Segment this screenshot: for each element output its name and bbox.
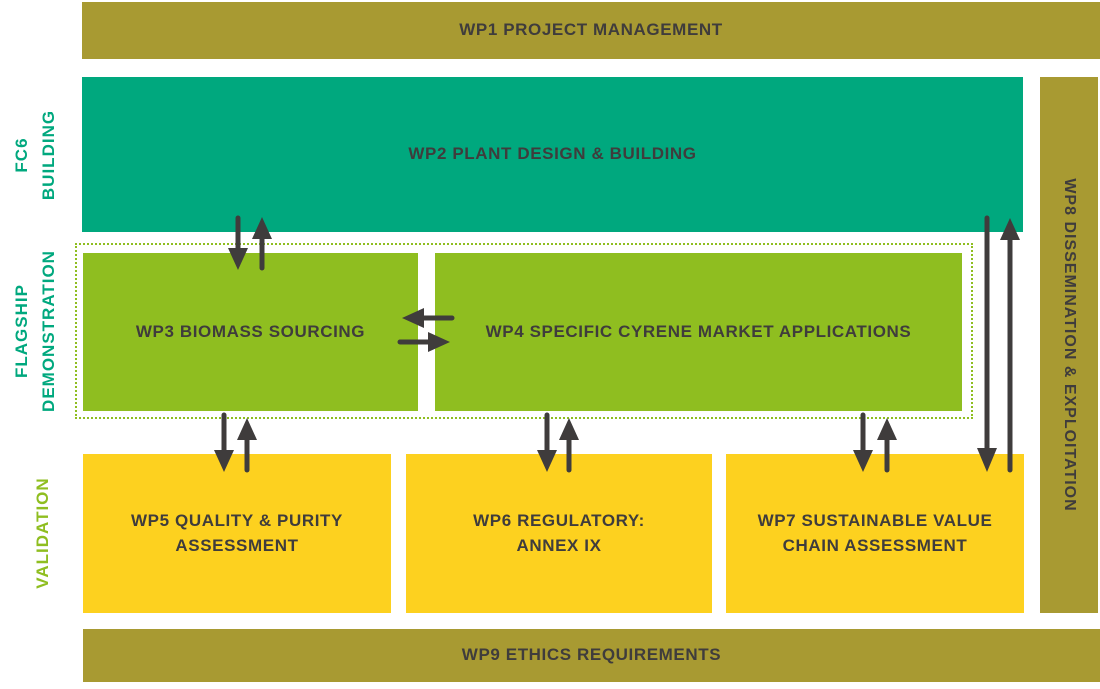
wp6-label: WP6 REGULATORY: ANNEX IX xyxy=(473,510,645,555)
wp6-regulatory-box: WP6 REGULATORY: ANNEX IX xyxy=(406,454,712,613)
wp8-dissemination-bar xyxy=(1040,77,1098,613)
wp9-label: WP9 ETHICS REQUIREMENTS xyxy=(461,645,722,665)
arrow-wp2-to-wp7-down xyxy=(977,215,997,472)
wp2-label: WP2 PLANT DESIGN & BUILDING xyxy=(408,144,697,164)
phase-label-fc6-building: FC6 BUILDING xyxy=(11,109,58,201)
wp3-biomass-sourcing-box: WP3 BIOMASS SOURCING xyxy=(83,253,418,411)
wp1-project-management-bar: WP1 PROJECT MANAGEMENT xyxy=(82,2,1100,59)
wp4-cyrene-market-box: WP4 SPECIFIC CYRENE MARKET APPLICATIONS xyxy=(435,253,962,411)
phase-label-flagship-demonstration: FLAGSHIP DEMONSTRATION xyxy=(11,250,58,412)
wp9-ethics-bar: WP9 ETHICS REQUIREMENTS xyxy=(83,629,1100,682)
wp7-sustainable-value-box: WP7 SUSTAINABLE VALUE CHAIN ASSESSMENT xyxy=(726,454,1024,613)
wp3-label: WP3 BIOMASS SOURCING xyxy=(135,321,366,341)
wp5-quality-purity-box: WP5 QUALITY & PURITY ASSESSMENT xyxy=(83,454,391,613)
arrow-wp7-to-wp2-up xyxy=(1000,218,1020,473)
wp1-label: WP1 PROJECT MANAGEMENT xyxy=(459,20,723,40)
wp7-label: WP7 SUSTAINABLE VALUE CHAIN ASSESSMENT xyxy=(757,510,993,555)
wp4-label: WP4 SPECIFIC CYRENE MARKET APPLICATIONS xyxy=(485,321,912,341)
wp5-label: WP5 QUALITY & PURITY ASSESSMENT xyxy=(131,510,343,555)
wp2-plant-design-box: WP2 PLANT DESIGN & BUILDING xyxy=(82,77,1023,232)
flagship-demonstration-dotted-border xyxy=(75,243,973,419)
wp8-label: WP8 DISSEMINATION & EXPLOITATION xyxy=(1060,178,1078,512)
phase-label-validation: VALIDATION xyxy=(33,477,53,589)
